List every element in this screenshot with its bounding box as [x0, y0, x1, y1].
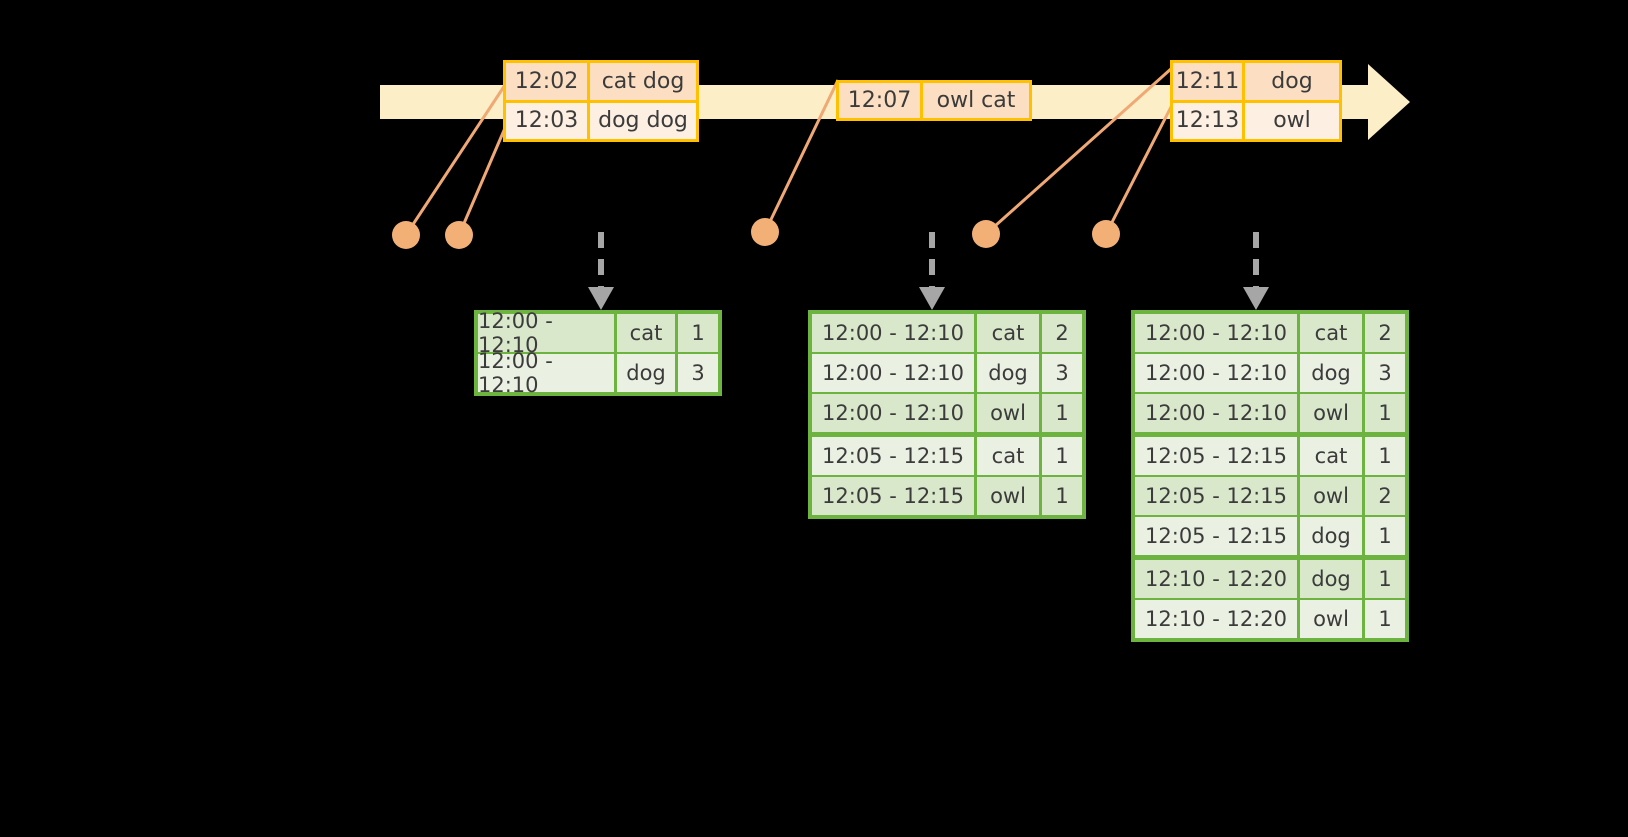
cell-window: 12:05 - 12:15: [1135, 437, 1297, 475]
cell-window: 12:00 - 12:10: [1135, 394, 1297, 432]
event-time: 12:07: [839, 83, 923, 118]
cell-window: 12:05 - 12:15: [1135, 517, 1297, 555]
cell-count: 2: [1042, 314, 1082, 352]
cell-count: 3: [678, 354, 718, 392]
cell-count: 3: [1365, 354, 1405, 392]
cell-window: 12:00 - 12:10: [812, 354, 974, 392]
cell-window: 12:00 - 12:10: [1135, 354, 1297, 392]
cell-window: 12:05 - 12:15: [812, 437, 974, 475]
cell-word: owl: [977, 477, 1039, 515]
cell-count: 2: [1365, 314, 1405, 352]
event-words: dog: [1245, 63, 1339, 100]
cell-count: 1: [1365, 600, 1405, 638]
cell-word: owl: [1300, 394, 1362, 432]
cell-word: cat: [977, 437, 1039, 475]
event-row[interactable]: 12:13 owl: [1173, 99, 1339, 139]
cell-window: 12:00 - 12:10: [812, 394, 974, 432]
event-group-2[interactable]: 12:07 owl cat: [836, 80, 1032, 121]
cell-count: 1: [1042, 437, 1082, 475]
trigger-arrow-2: [919, 232, 945, 310]
cell-window: 12:10 - 12:20: [1135, 560, 1297, 598]
cell-count: 1: [678, 314, 718, 352]
cell-word: cat: [617, 314, 675, 352]
event-dot: [751, 218, 779, 246]
cell-window: 12:00 - 12:10: [1135, 314, 1297, 352]
event-dots: [392, 218, 1120, 249]
event-group-3[interactable]: 12:11 dog 12:13 owl: [1170, 60, 1342, 142]
trigger-arrow-1: [588, 232, 614, 310]
trigger-arrows: [588, 232, 1269, 310]
event-dot: [392, 221, 420, 249]
event-row[interactable]: 12:02 cat dog: [506, 63, 696, 100]
event-dot: [972, 220, 1000, 248]
cell-window: 12:00 - 12:10: [478, 309, 614, 357]
cell-count: 1: [1042, 394, 1082, 432]
cell-window: 12:05 - 12:15: [812, 477, 974, 515]
cell-count: 3: [1042, 354, 1082, 392]
event-time: 12:03: [506, 102, 590, 139]
cell-count: 2: [1365, 477, 1405, 515]
cell-count: 1: [1365, 437, 1405, 475]
event-words: dog dog: [590, 102, 696, 139]
cell-window: 12:00 - 12:10: [478, 349, 614, 397]
event-words: owl: [1245, 102, 1339, 139]
event-time: 12:11: [1173, 63, 1245, 100]
cell-window: 12:00 - 12:10: [812, 314, 974, 352]
cell-word: dog: [617, 354, 675, 392]
cell-count: 1: [1042, 477, 1082, 515]
trigger-arrow-3: [1243, 232, 1269, 310]
event-words: owl cat: [923, 83, 1029, 118]
cell-word: owl: [1300, 600, 1362, 638]
cell-count: 1: [1365, 517, 1405, 555]
cell-word: owl: [1300, 477, 1362, 515]
cell-window: 12:05 - 12:15: [1135, 477, 1297, 515]
event-dot: [445, 221, 473, 249]
cell-word: cat: [977, 314, 1039, 352]
cell-word: cat: [1300, 437, 1362, 475]
cell-word: dog: [977, 354, 1039, 392]
event-row[interactable]: 12:11 dog: [1173, 63, 1339, 100]
cell-word: owl: [977, 394, 1039, 432]
cell-word: dog: [1300, 517, 1362, 555]
event-row[interactable]: 12:07 owl cat: [839, 83, 1029, 118]
cell-count: 1: [1365, 394, 1405, 432]
event-time: 12:02: [506, 63, 590, 100]
event-row[interactable]: 12:03 dog dog: [506, 99, 696, 139]
cell-window: 12:10 - 12:20: [1135, 600, 1297, 638]
event-words: cat dog: [590, 63, 696, 100]
cell-word: cat: [1300, 314, 1362, 352]
cell-word: dog: [1300, 354, 1362, 392]
event-dot: [1092, 220, 1120, 248]
cell-count: 1: [1365, 560, 1405, 598]
event-group-1[interactable]: 12:02 cat dog 12:03 dog dog: [503, 60, 699, 142]
event-time: 12:13: [1173, 102, 1245, 139]
cell-word: dog: [1300, 560, 1362, 598]
